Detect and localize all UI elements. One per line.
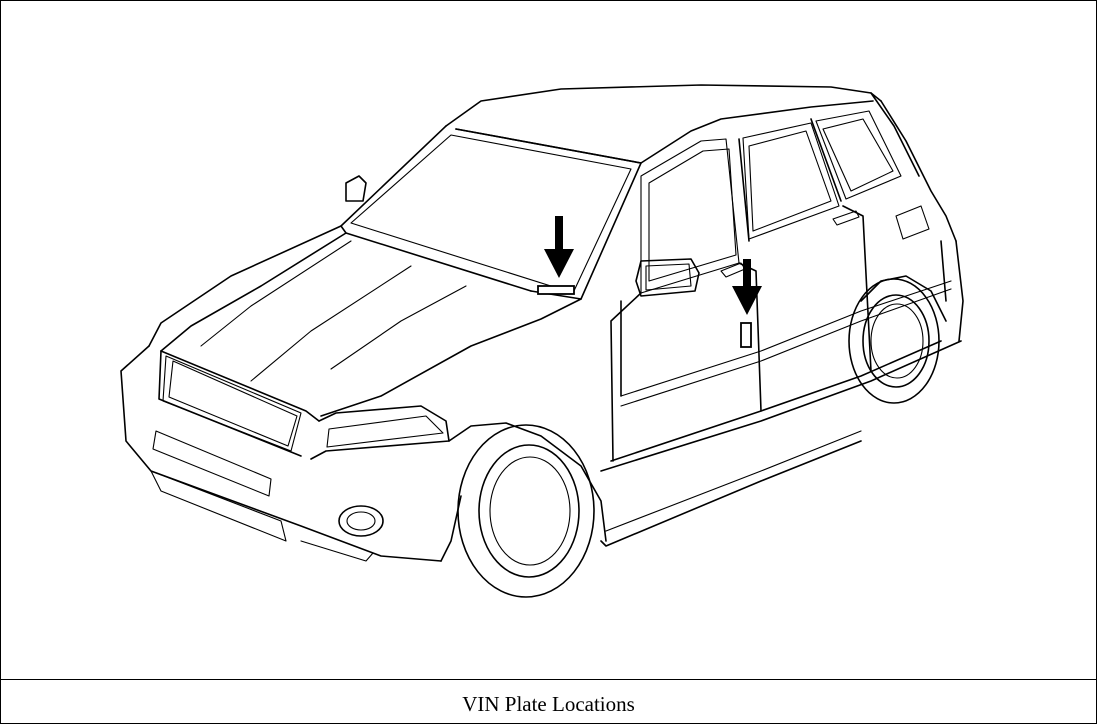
figure-caption: VIN Plate Locations	[462, 691, 635, 716]
figure-area	[1, 1, 1096, 679]
door-pillar-vin-plate	[740, 322, 752, 348]
car-illustration	[120, 84, 964, 598]
caption-row: VIN Plate Locations	[1, 679, 1096, 724]
windshield-vin-plate	[537, 285, 575, 295]
down-arrow-icon	[544, 216, 574, 278]
down-arrow-icon	[732, 259, 762, 315]
car-body	[120, 84, 964, 598]
